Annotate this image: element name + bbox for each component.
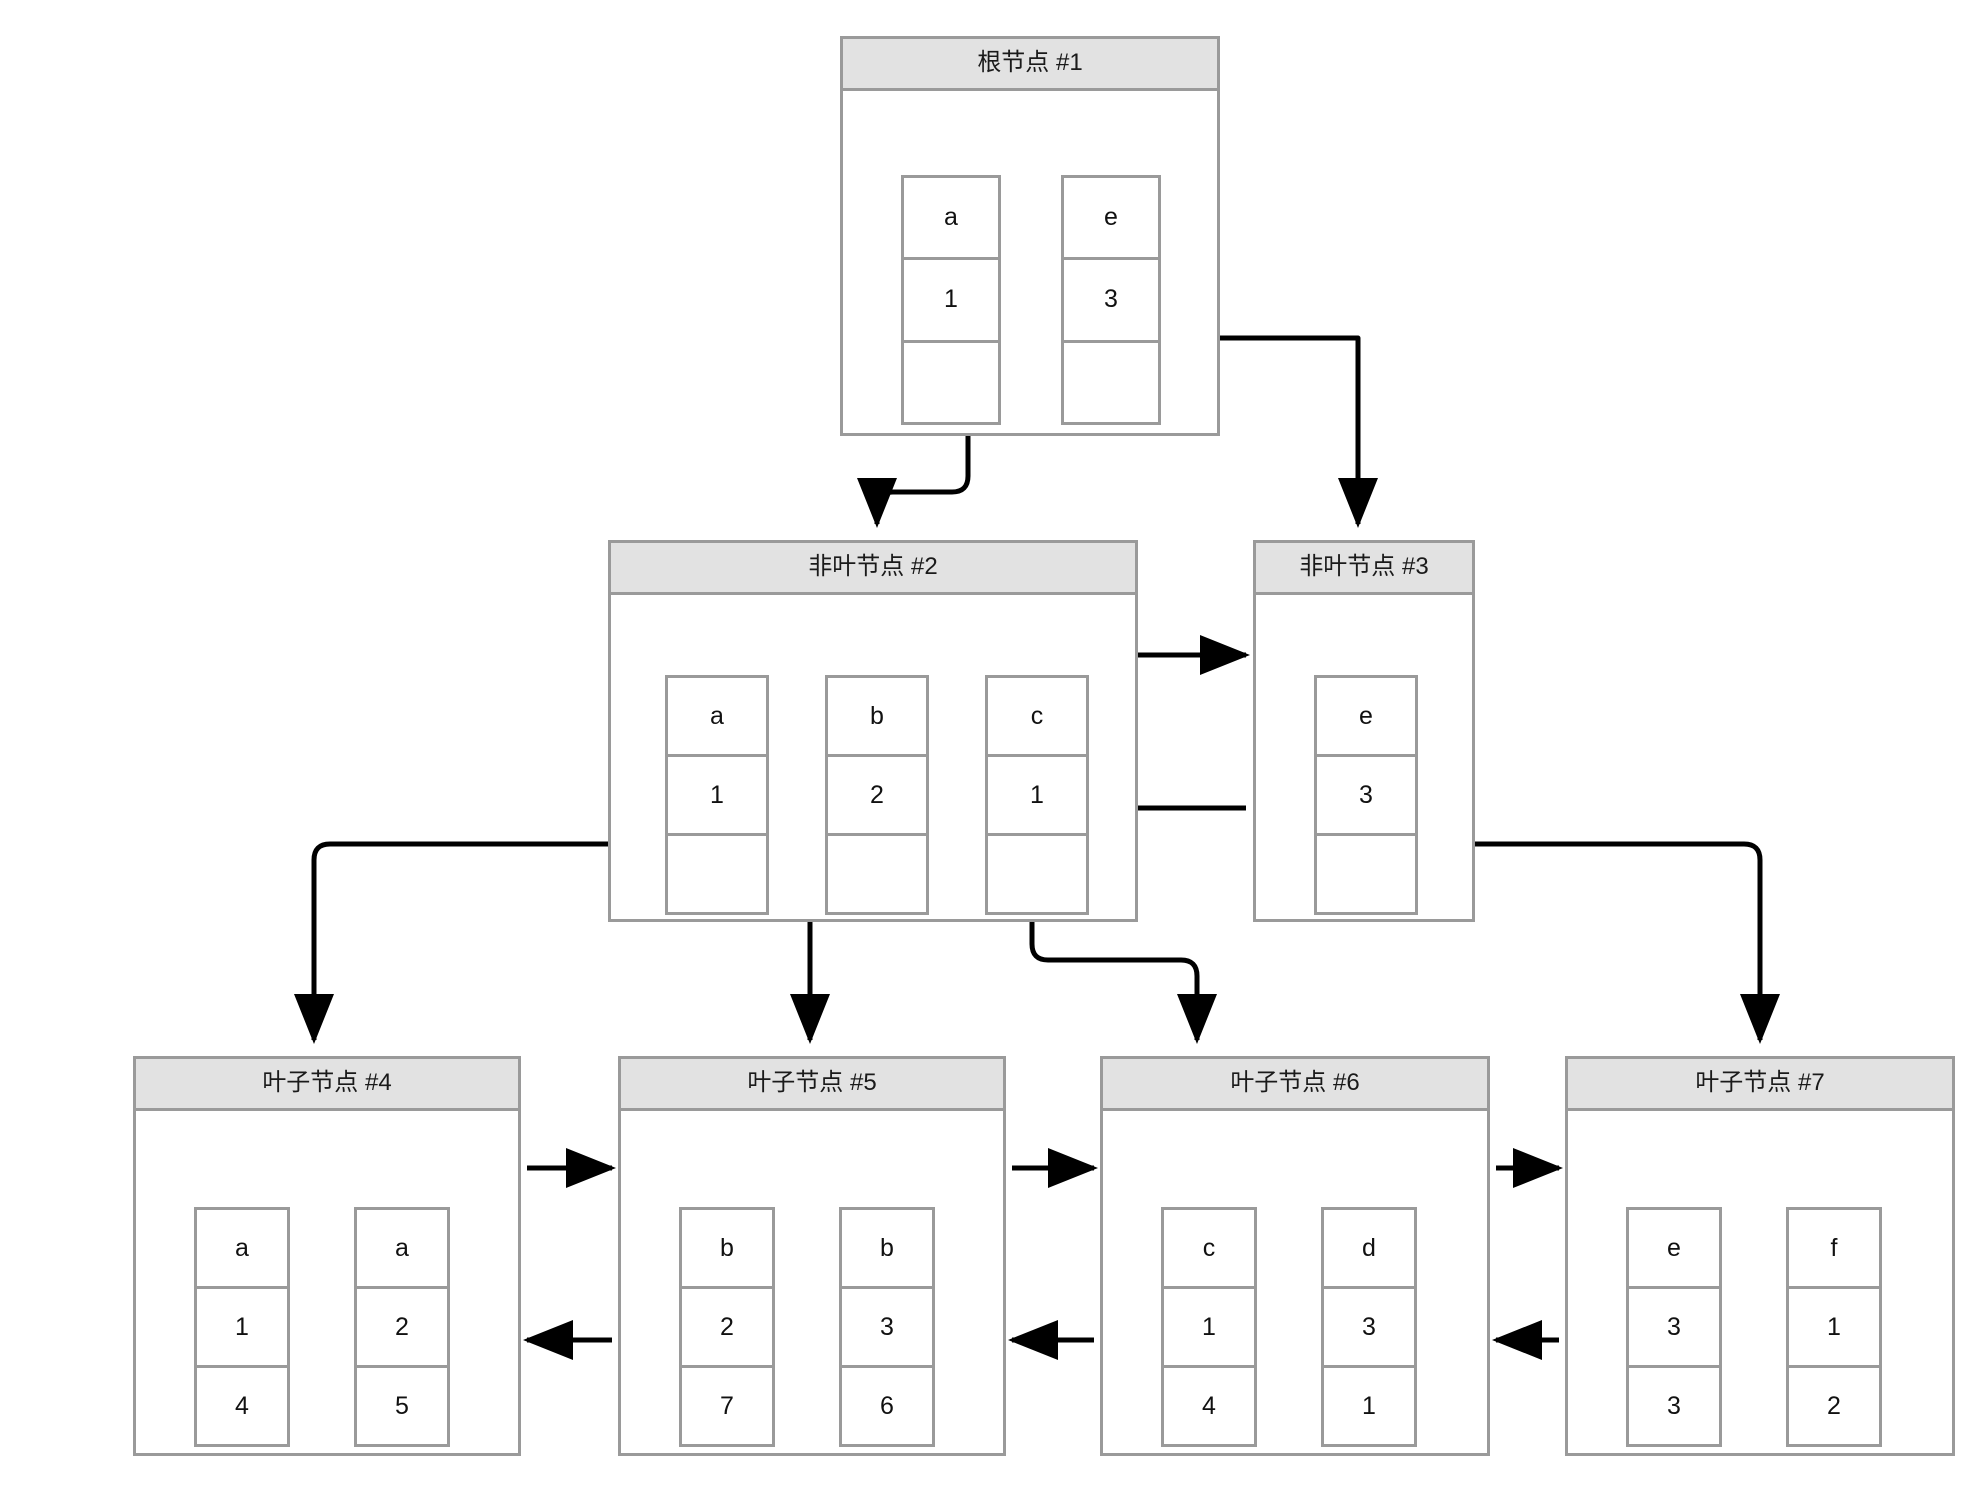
value-cell: 2 — [682, 1289, 772, 1368]
pointer-cell — [1064, 342, 1158, 422]
key-cell: a — [197, 1210, 287, 1289]
key-cell: a — [904, 178, 998, 261]
value-cell: 1 — [1789, 1289, 1879, 1368]
pointer-cell: 3 — [1629, 1368, 1719, 1444]
pointer-cell: 4 — [197, 1368, 287, 1444]
value-cell: 1 — [668, 757, 766, 836]
value-cell: 2 — [828, 757, 926, 836]
key-cell: e — [1064, 178, 1158, 261]
pointer-cell — [668, 836, 766, 912]
key-cell: a — [668, 678, 766, 757]
value-cell: 3 — [1064, 260, 1158, 343]
node-title-node4: 叶子节点 #4 — [136, 1059, 518, 1111]
node-title-node5: 叶子节点 #5 — [621, 1059, 1003, 1111]
pointer-cell: 7 — [682, 1368, 772, 1444]
node-title-node3: 非叶节点 #3 — [1256, 543, 1472, 595]
key-cell: f — [1789, 1210, 1879, 1289]
key-cell: b — [828, 678, 926, 757]
key-cell: c — [988, 678, 1086, 757]
key-cell: b — [842, 1210, 932, 1289]
node-title-node6: 叶子节点 #6 — [1103, 1059, 1487, 1111]
pointer-cell: 4 — [1164, 1368, 1254, 1444]
value-cell: 1 — [197, 1289, 287, 1368]
key-cell: b — [682, 1210, 772, 1289]
node-title-node7: 叶子节点 #7 — [1568, 1059, 1952, 1111]
key-cell: e — [1629, 1210, 1719, 1289]
pointer-cell: 2 — [1789, 1368, 1879, 1444]
value-cell: 1 — [988, 757, 1086, 836]
key-cell: d — [1324, 1210, 1414, 1289]
pointer-cell — [904, 342, 998, 422]
key-cell: c — [1164, 1210, 1254, 1289]
value-cell: 3 — [842, 1289, 932, 1368]
value-cell: 3 — [1324, 1289, 1414, 1368]
value-cell: 1 — [904, 260, 998, 343]
value-cell: 2 — [357, 1289, 447, 1368]
pointer-cell: 1 — [1324, 1368, 1414, 1444]
value-cell: 1 — [1164, 1289, 1254, 1368]
node-title-node1: 根节点 #1 — [843, 39, 1217, 91]
pointer-cell: 6 — [842, 1368, 932, 1444]
pointer-cell — [828, 836, 926, 912]
node-title-node2: 非叶节点 #2 — [611, 543, 1135, 595]
pointer-cell — [988, 836, 1086, 912]
value-cell: 3 — [1629, 1289, 1719, 1368]
value-cell: 3 — [1317, 757, 1415, 836]
pointer-cell: 5 — [357, 1368, 447, 1444]
key-cell: e — [1317, 678, 1415, 757]
pointer-cell — [1317, 836, 1415, 912]
key-cell: a — [357, 1210, 447, 1289]
